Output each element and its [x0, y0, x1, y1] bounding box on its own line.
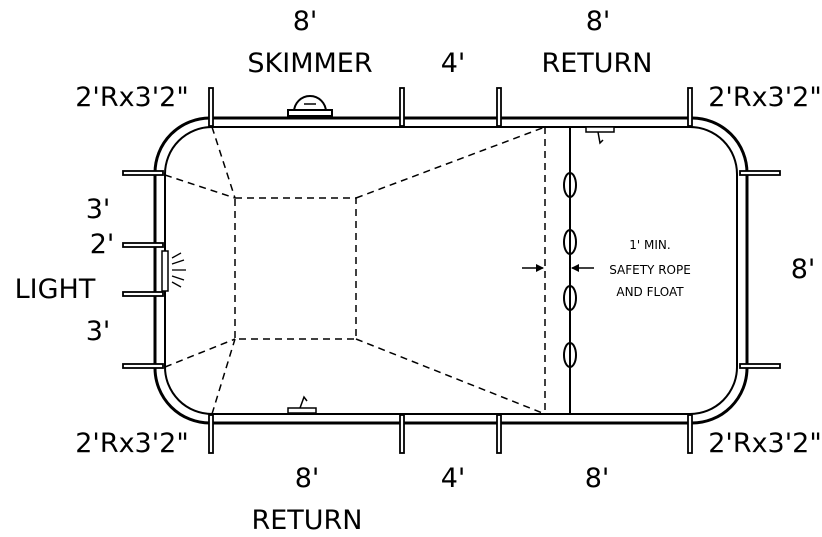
- hopper-edge: [211, 338, 236, 415]
- post-right-1: [739, 170, 781, 176]
- post-bottom-1: [208, 414, 214, 454]
- slope-edge: [355, 126, 546, 199]
- rope-float: [563, 342, 577, 368]
- light-label: LIGHT: [15, 274, 96, 305]
- rope-float: [563, 172, 577, 198]
- hopper-floor: [234, 197, 357, 340]
- skimmer-label: SKIMMER: [247, 48, 372, 79]
- rope-float: [563, 229, 577, 255]
- corner-bottom-left-label: 2'Rx3'2": [75, 428, 189, 459]
- bottom-mid-dimension: 4': [441, 463, 466, 494]
- post-left-2: [122, 242, 164, 248]
- return-fitting-icon: [287, 395, 317, 414]
- post-top-3: [496, 87, 502, 127]
- corner-top-right-label: 2'Rx3'2": [708, 82, 822, 113]
- corner-top-left-label: 2'Rx3'2": [75, 82, 189, 113]
- min-distance-arrows: [522, 264, 594, 272]
- post-right-2: [739, 363, 781, 369]
- post-bottom-2: [399, 414, 405, 454]
- post-left-1: [122, 170, 164, 176]
- bottom-right-dimension: 8': [585, 463, 610, 494]
- post-left-3: [122, 291, 164, 297]
- post-top-4: [687, 87, 693, 127]
- hopper-edge: [164, 338, 236, 368]
- hopper-edge: [211, 126, 236, 199]
- right-dimension: 8': [791, 254, 816, 285]
- top-mid-dimension: 4': [441, 48, 466, 79]
- wall-posts: [122, 87, 781, 454]
- light-icon: [161, 250, 186, 292]
- hopper-outline: [164, 126, 546, 415]
- return-fitting-icon: [585, 126, 615, 145]
- return-bottom-label: RETURN: [251, 505, 362, 536]
- post-bottom-3: [496, 414, 502, 454]
- rope-float: [563, 285, 577, 311]
- post-left-4: [122, 363, 164, 369]
- return-top-label: RETURN: [541, 48, 652, 79]
- left-mid-dimension: 2': [90, 229, 115, 260]
- safety-note-line-2: SAFETY ROPE: [609, 263, 691, 277]
- bottom-left-dimension: 8': [295, 463, 320, 494]
- slope-edge: [355, 338, 546, 415]
- pool-wall-inner: [164, 126, 738, 415]
- left-bottom-dimension: 3': [86, 316, 111, 347]
- corner-bottom-right-label: 2'Rx3'2": [708, 428, 822, 459]
- post-top-1: [208, 87, 214, 127]
- hopper-edge: [164, 174, 236, 199]
- safety-note-line-3: AND FLOAT: [616, 285, 684, 299]
- post-bottom-4: [687, 414, 693, 454]
- skimmer-icon: [287, 95, 333, 117]
- post-top-2: [399, 87, 405, 127]
- left-top-dimension: 3': [86, 194, 111, 225]
- safety-note-line-1: 1' MIN.: [629, 238, 670, 252]
- safety-rope: [563, 127, 577, 414]
- top-left-dimension: 8': [293, 6, 318, 37]
- top-right-dimension: 8': [586, 6, 611, 37]
